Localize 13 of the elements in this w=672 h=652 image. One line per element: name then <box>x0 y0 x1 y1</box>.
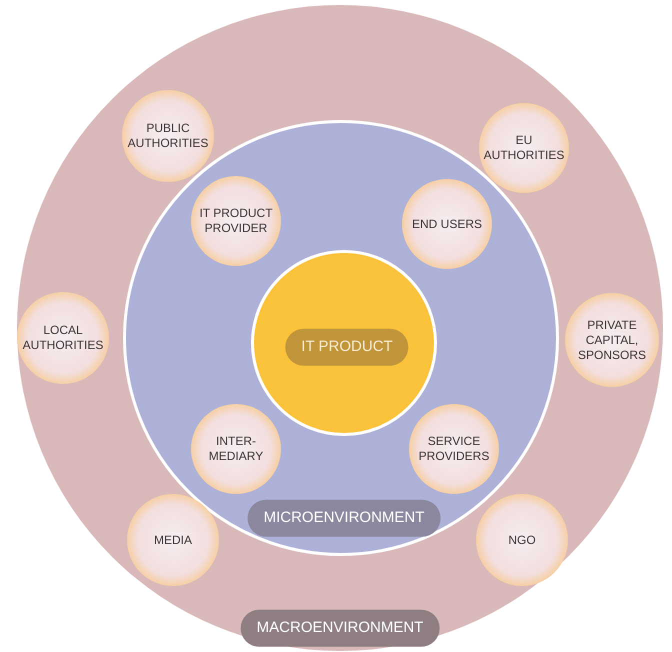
circle-label: END USERS <box>410 216 483 232</box>
circle-label: PRIVATE CAPITAL, SPONSORS <box>576 318 647 362</box>
product-label: IT PRODUCT <box>285 328 409 366</box>
circle-label: MEDIA <box>152 532 193 548</box>
circle-label: SERVICE PROVIDERS <box>418 434 490 464</box>
environment-label: MACROENVIRONMENT <box>240 610 440 646</box>
circle-label: IT PRODUCT PROVIDER <box>198 206 274 236</box>
circle-label: LOCAL AUTHORITIES <box>22 323 104 353</box>
environment-label: MICROENVIRONMENT <box>248 500 440 536</box>
circle-label: INTER- MEDIARY <box>208 434 264 464</box>
circle-label: NGO <box>507 532 537 548</box>
circle-label: PUBLIC AUTHORITIES <box>127 121 209 151</box>
circle-label: EU AUTHORITIES <box>483 133 565 163</box>
